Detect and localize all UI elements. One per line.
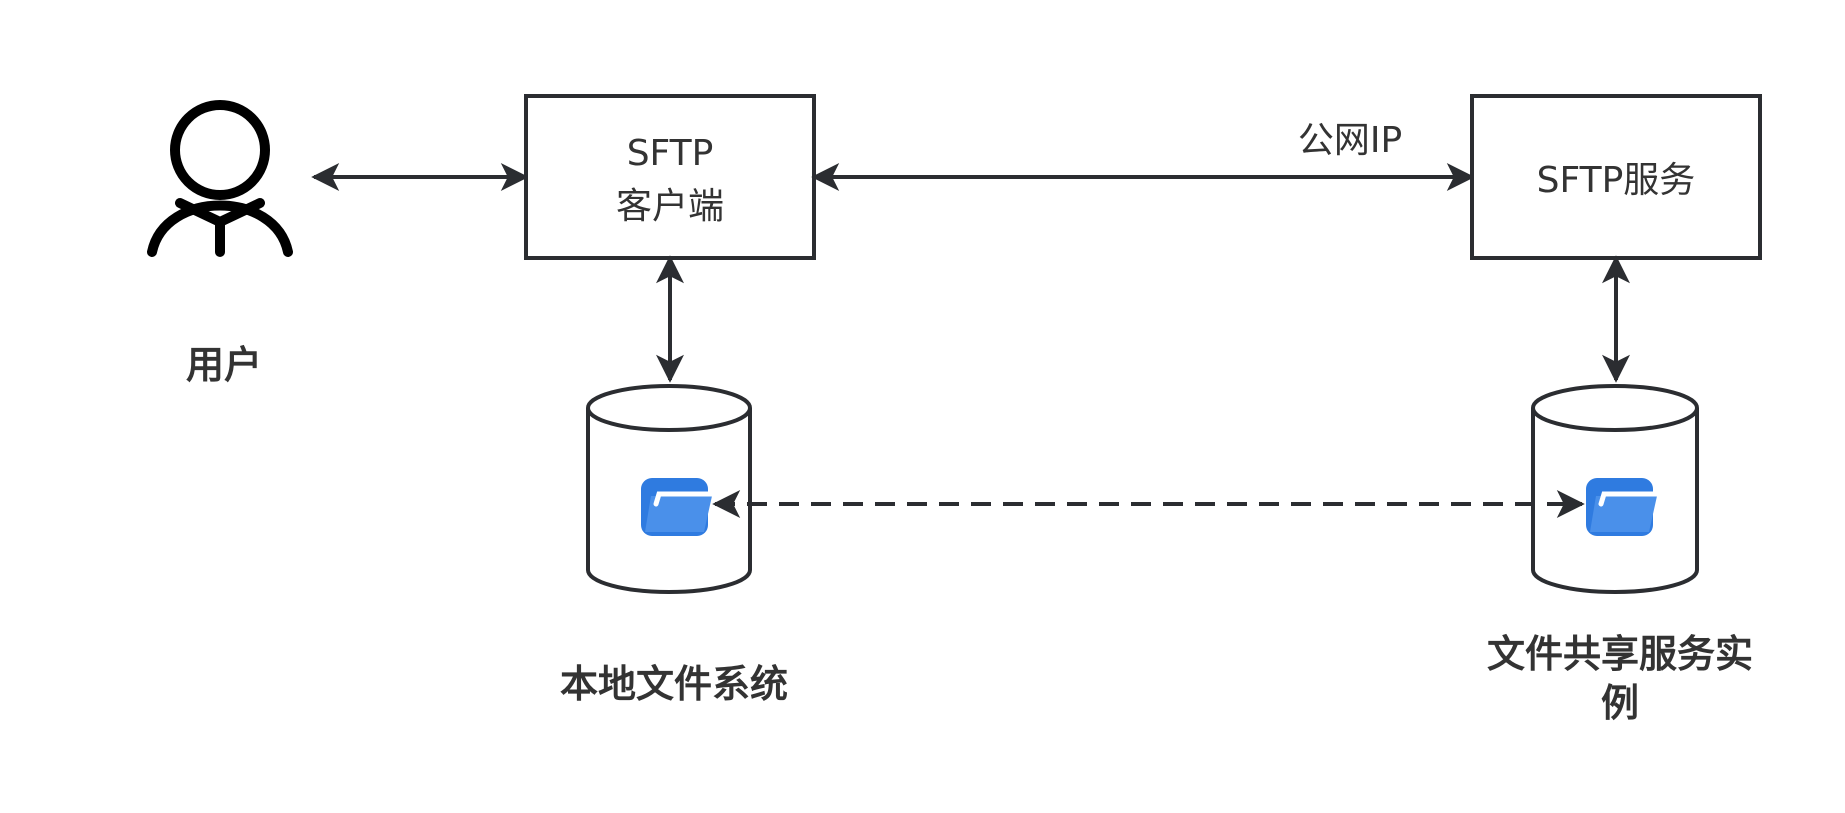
local-fs-label: 本地文件系统 xyxy=(560,662,788,706)
sftp-service-node[interactable]: SFTP服务 xyxy=(1470,94,1762,260)
sftp-service-box xyxy=(1470,94,1762,260)
sftp-client-node[interactable]: SFTP 客户端 xyxy=(524,94,816,260)
sftp-service-label: SFTP服务 xyxy=(1537,160,1696,201)
sftp-client-label-line1: SFTP xyxy=(627,133,714,174)
sftp-client-label-line2: 客户端 xyxy=(616,186,724,227)
user-label: 用户 xyxy=(186,343,262,387)
share-instance-label-line2: 例 xyxy=(1601,681,1639,725)
share-instance-label-line1: 文件共享服务实 xyxy=(1487,632,1753,676)
share-instance-database-icon[interactable] xyxy=(1531,384,1699,594)
public-ip-label: 公网IP xyxy=(1298,120,1402,161)
sftp-client-box xyxy=(524,94,816,260)
local-fs-folder-icon xyxy=(641,478,715,536)
share-instance-folder-icon xyxy=(1586,478,1660,536)
local-fs-database-icon[interactable] xyxy=(586,384,752,594)
user-icon xyxy=(147,100,293,257)
